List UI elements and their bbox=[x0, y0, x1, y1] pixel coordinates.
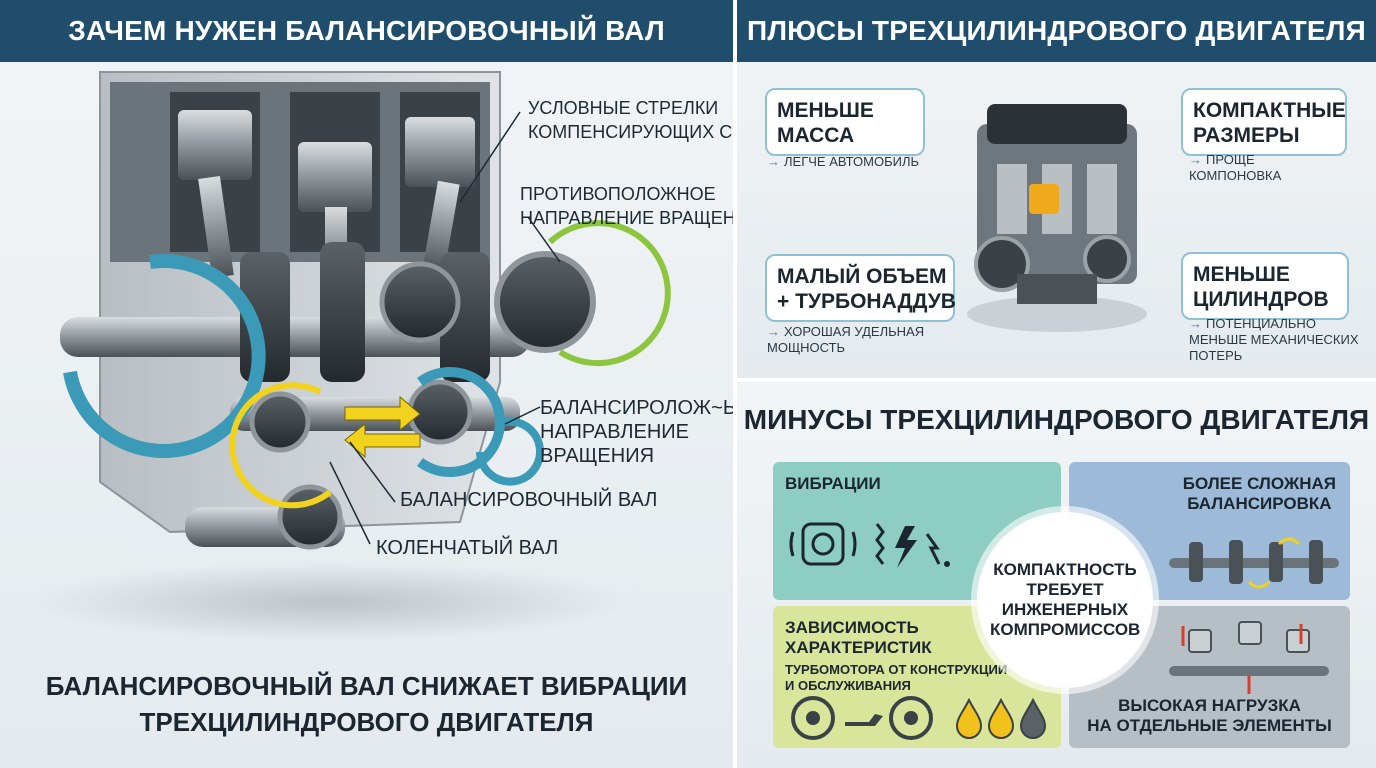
plus-title: ПЛЮСЫ ТРЕХЦИЛИНДРОВОГО ДВИГАТЕЛЯ bbox=[747, 15, 1366, 46]
plus-compact-sub-text: ПРОЩЕ КОМПОНОВКА bbox=[1189, 152, 1282, 183]
plus-header: ПЛЮСЫ ТРЕХЦИЛИНДРОВОГО ДВИГАТЕЛЯ bbox=[737, 0, 1376, 62]
balancing-label: БОЛЕЕ СЛОЖНАЯ БАЛАНСИРОВКА bbox=[1182, 474, 1336, 513]
callout-compensating-arrows: УСЛОВНЫЕ СТРЕЛКИ КОМПЕНСИРУЮЩИХ СИЛ bbox=[528, 98, 757, 142]
crankshaft-cutaway-illustration bbox=[30, 71, 671, 642]
arrow-icon: → bbox=[767, 154, 780, 169]
plus-turbo-sub-text: ХОРОШАЯ УДЕЛЬНАЯ МОЩНОСТЬ bbox=[767, 324, 925, 355]
left-title: ЗАЧЕМ НУЖЕН БАЛАНСИРОВОЧНЫЙ ВАЛ bbox=[68, 15, 665, 46]
turbo-sub: ТУРБОМОТОРА ОТ КОНСТРУКЦИИ И ОБСЛУЖИВАНИ… bbox=[785, 662, 1008, 693]
yellow-rotation-arrow bbox=[229, 382, 332, 509]
vibration-label: ВИБРАЦИИ bbox=[785, 474, 881, 493]
plus-panel: ПЛЮСЫ ТРЕХЦИЛИНДРОВОГО ДВИГАТЕЛЯ МЕНЬШЕ … bbox=[737, 0, 1376, 378]
plus-mass-sub: → ЛЕГЧЕ АВТОМОБИЛЬ bbox=[767, 154, 919, 170]
compensating-force-arrows bbox=[344, 395, 421, 459]
balance-rotation-arrow bbox=[476, 417, 544, 486]
opposite-rotation-arrow bbox=[547, 220, 671, 367]
turbo-title: ЗАВИСИМОСТЬ ХАРАКТЕРИСТИК bbox=[785, 618, 932, 657]
cylinder-3 bbox=[400, 92, 480, 274]
arrow-icon: → bbox=[1189, 316, 1202, 331]
balance-shaft-panel: ЗАЧЕМ НУЖЕН БАЛАНСИРОВОЧНЫЙ ВАЛ bbox=[0, 0, 762, 768]
center-tradeoff-text: КОМПАКТНОСТЬ ТРЕБУЕТ ИНЖЕНЕРНЫХ КОМПРОМИ… bbox=[990, 560, 1141, 639]
horizontal-divider bbox=[737, 378, 1376, 382]
oil-can-icon bbox=[845, 714, 883, 726]
arrow-icon: → bbox=[1189, 152, 1202, 167]
minus-load-quad: ВЫСОКАЯ НАГРУЗКА НА ОТДЕЛЬНЫЕ ЭЛЕМЕНТЫ bbox=[1069, 606, 1350, 748]
plus-turbo-sub: →ХОРОШАЯ УДЕЛЬНАЯ МОЩНОСТЬ bbox=[767, 324, 924, 356]
plus-mass-card: МЕНЬШЕ МАССА bbox=[765, 88, 925, 156]
arrow-icon: → bbox=[767, 324, 780, 339]
engine-icon bbox=[967, 104, 1147, 332]
plus-cylinders-sub: →ПОТЕНЦИАЛЬНО МЕНЬШЕ МЕХАНИЧЕСКИХ ПОТЕРЬ bbox=[1189, 316, 1359, 364]
crankshaft-icon bbox=[1169, 537, 1339, 589]
load-label: ВЫСОКАЯ НАГРУЗКА НА ОТДЕЛЬНЫЕ ЭЛЕМЕНТЫ bbox=[1087, 696, 1332, 735]
plus-cylinders-card: МЕНЬШЕ ЦИЛИНДРОВ bbox=[1181, 252, 1349, 320]
plus-mass-sub-text: ЛЕГЧЕ АВТОМОБИЛЬ bbox=[784, 154, 920, 169]
lightning-icon bbox=[895, 526, 917, 568]
cylinder-1 bbox=[170, 92, 260, 279]
callout-balance-shaft: БАЛАНСИРОВОЧНЫЙ ВАЛ bbox=[400, 489, 658, 511]
oil-drop-icon bbox=[955, 697, 1047, 739]
plus-cylinders-sub-text: ПОТЕНЦИАЛЬНО МЕНЬШЕ МЕХАНИЧЕСКИХ ПОТЕРЬ bbox=[1189, 316, 1359, 363]
vibration-icon bbox=[789, 522, 950, 568]
plus-compact-sub: →ПРОЩЕ КОМПОНОВКА bbox=[1189, 152, 1281, 184]
left-header: ЗАЧЕМ НУЖЕН БАЛАНСИРОВОЧНЫЙ ВАЛ bbox=[0, 0, 733, 62]
vertical-divider bbox=[733, 0, 737, 768]
plus-compact-card: КОМПАКТНЫЕ РАЗМЕРЫ bbox=[1181, 88, 1347, 156]
callout-crankshaft: КОЛЕНЧАТЫЙ ВАЛ bbox=[376, 537, 559, 559]
callout-balance-direction: БАЛАНСИРОЛОЖ~ЫЙ НАПРАВЛЕНИЕ ВРАЩЕНИЯ bbox=[540, 397, 755, 467]
minus-panel: МИНУСЫ ТРЕХЦИЛИНДРОВОГО ДВИГАТЕЛЯ ВИБРАЦ… bbox=[737, 382, 1376, 768]
left-caption: БАЛАНСИРОВОЧНЫЙ ВАЛ СНИЖАЕТ ВИБРАЦИИ ТРЕ… bbox=[45, 671, 688, 737]
zigzag-icon bbox=[875, 523, 885, 565]
callout-opposite-rotation: ПРОТИВОПОЛОЖНОЕ НАПРАВЛЕНИЕ ВРАЩЕНИЯ bbox=[520, 184, 762, 228]
center-tradeoff-circle: КОМПАКТНОСТЬ ТРЕБУЕТ ИНЖЕНЕРНЫХ КОМПРОМИ… bbox=[977, 512, 1153, 688]
plus-turbo-card: МАЛЫЙ ОБЪЕМ + ТУРБОНАДДУВ bbox=[765, 254, 956, 322]
turbo-icon bbox=[791, 696, 1047, 740]
piston-icon bbox=[1169, 621, 1329, 694]
minus-title: МИНУСЫ ТРЕХЦИЛИНДРОВОГО ДВИГАТЕЛЯ bbox=[743, 404, 1370, 435]
balance-gear-arrow bbox=[417, 367, 505, 477]
